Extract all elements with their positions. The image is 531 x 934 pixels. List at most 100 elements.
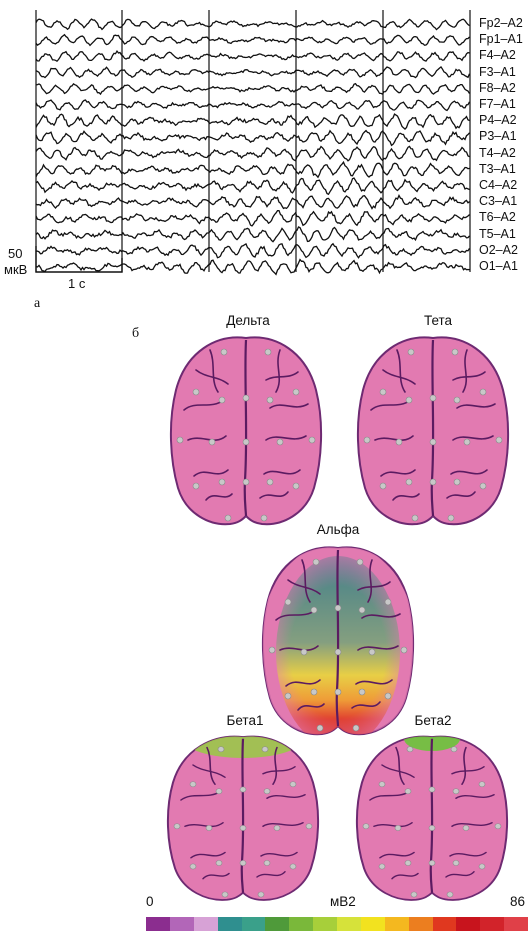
brain-midline xyxy=(335,549,340,727)
eeg-trace xyxy=(35,145,470,162)
brain-sulcus xyxy=(269,403,309,409)
electrode-marker xyxy=(379,388,387,396)
brain-sulcus xyxy=(192,764,226,778)
electrode-marker xyxy=(384,598,392,606)
electrode-marker xyxy=(395,438,403,446)
brain-title-delta: Дельта xyxy=(226,313,270,328)
electrode-marker xyxy=(224,514,232,522)
electrode-marker xyxy=(429,394,437,402)
brain-sulcus xyxy=(205,493,233,501)
brain-sulcus xyxy=(285,679,321,687)
brain-sulcus xyxy=(266,794,306,799)
electrode-marker xyxy=(463,438,471,446)
electrode-marker xyxy=(264,348,272,356)
brain-sulcus xyxy=(456,403,496,409)
brain-sulcus xyxy=(351,701,381,709)
panel-b-letter: б xyxy=(132,326,140,341)
colorbar-unit-label: мВ2 xyxy=(330,894,356,909)
brain-sulcus xyxy=(297,703,325,711)
colorbar xyxy=(146,917,528,931)
brain-sulcus xyxy=(445,871,475,878)
brain-midline xyxy=(430,339,435,517)
electrode-marker xyxy=(478,781,486,788)
electrode-marker xyxy=(276,438,284,446)
electrode-marker xyxy=(405,396,413,404)
colorbar-swatch xyxy=(289,917,314,931)
electrode-marker xyxy=(453,478,461,486)
brain-sulcus xyxy=(287,579,321,595)
electrode-marker xyxy=(452,860,460,866)
electrode-marker xyxy=(239,786,247,793)
colorbar-swatch xyxy=(337,917,361,931)
electrode-marker xyxy=(217,746,225,753)
brain-sulcus xyxy=(367,559,373,603)
colorbar-swatch xyxy=(408,917,433,931)
brain-sulcus xyxy=(209,349,219,393)
electrode-marker xyxy=(406,746,414,753)
brain-sulcus xyxy=(262,766,296,775)
brain-sulcus xyxy=(184,822,224,828)
brain-sulcus xyxy=(265,435,307,441)
brain-sulcus xyxy=(392,493,420,501)
colorbar-swatch xyxy=(169,917,194,931)
eeg-trace xyxy=(35,82,471,96)
brain-sulcus xyxy=(462,349,468,393)
channel-label: O2–A2 xyxy=(479,242,518,257)
electrode-marker xyxy=(362,823,370,830)
electrode-marker xyxy=(257,891,265,898)
brain-midline xyxy=(429,738,434,893)
brain-title-alpha: Альфа xyxy=(316,522,360,537)
electrode-marker xyxy=(242,438,250,446)
eeg-trace xyxy=(35,194,470,210)
electrode-marker xyxy=(220,348,228,356)
eeg-trace xyxy=(35,33,470,47)
colorbar-min-label: 0 xyxy=(146,894,154,909)
eeg-trace xyxy=(35,18,470,31)
brain-sulcus xyxy=(256,871,286,878)
brain-midline xyxy=(243,339,248,517)
electrode-marker xyxy=(242,394,250,402)
eeg-trace xyxy=(35,160,470,179)
brain-sulcus xyxy=(265,371,299,381)
electrode-marker xyxy=(334,648,342,656)
electrode-marker xyxy=(292,388,300,396)
electrode-marker xyxy=(215,860,223,866)
electrode-marker xyxy=(218,396,226,404)
brain-title-beta2: Бета2 xyxy=(414,713,452,728)
electrode-marker xyxy=(462,825,470,831)
electrode-marker xyxy=(334,688,342,696)
brain-sulcus xyxy=(193,469,229,477)
electrode-marker xyxy=(495,436,503,444)
brain-sulcus xyxy=(449,851,487,857)
channel-label: F3–A1 xyxy=(479,64,516,79)
channel-label: F4–A2 xyxy=(479,48,516,63)
electrode-marker xyxy=(268,646,276,654)
eeg-trace xyxy=(35,258,470,276)
electrode-marker xyxy=(378,781,386,788)
electrode-marker xyxy=(260,514,268,522)
brain-sulcus xyxy=(451,822,493,827)
brain-sulcus xyxy=(361,613,401,619)
brain-sulcus xyxy=(190,851,226,859)
electrode-marker xyxy=(352,724,360,732)
brain-title-beta1: Бета1 xyxy=(226,713,264,728)
electrode-marker xyxy=(428,786,436,793)
electrode-marker xyxy=(446,891,454,898)
electrode-marker xyxy=(429,438,437,446)
electrode-marker xyxy=(394,825,402,831)
electrode-marker xyxy=(242,478,250,486)
brain-sulcus xyxy=(357,645,399,651)
electrode-marker xyxy=(368,648,376,656)
colorbar-swatch xyxy=(217,917,242,931)
colorbar-swatch xyxy=(265,917,290,931)
electrode-marker xyxy=(289,781,297,788)
electrode-marker xyxy=(261,746,269,753)
brain-sulcus xyxy=(355,679,393,685)
channel-label: Fp2–A2 xyxy=(479,16,523,30)
electrode-marker xyxy=(363,436,371,444)
channel-label: O1–A1 xyxy=(479,259,518,273)
eeg-trace xyxy=(35,129,470,147)
eeg-trace xyxy=(35,209,470,227)
channel-label: T6–A2 xyxy=(479,210,516,225)
eeg-scale-bar xyxy=(35,246,123,273)
